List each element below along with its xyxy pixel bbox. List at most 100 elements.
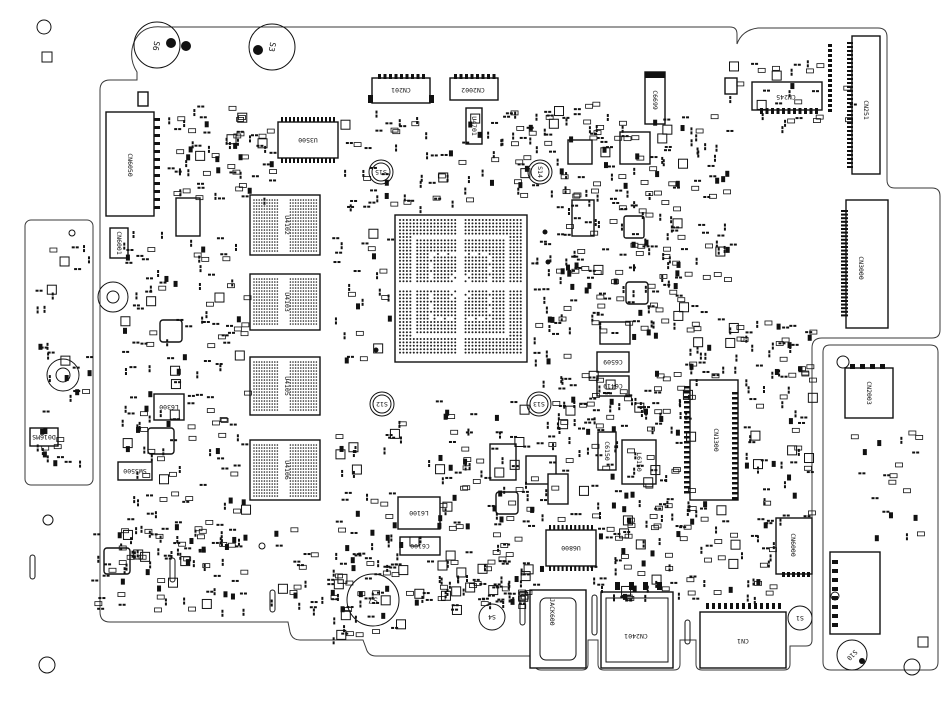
bga-ball — [255, 447, 258, 449]
bga-ball — [297, 244, 300, 246]
smd-pad — [619, 189, 623, 192]
bga-ball — [478, 232, 481, 235]
smd-pad — [556, 422, 559, 426]
bga-ball — [310, 284, 313, 286]
smd-outline — [602, 465, 611, 471]
bga-ball — [430, 338, 433, 340]
bga-ball — [430, 300, 433, 303]
smd-pad — [340, 242, 343, 246]
smd-pad — [768, 350, 771, 354]
smd-pad — [491, 594, 495, 597]
smd-pad — [122, 350, 126, 353]
bga-ball — [426, 348, 429, 351]
bga-ball — [454, 249, 457, 252]
bga-ball — [399, 307, 401, 310]
bga-ball — [399, 321, 401, 323]
bga-ball — [310, 486, 313, 488]
bga-ball — [509, 304, 512, 306]
smd-outline — [220, 417, 229, 423]
bga-ball — [313, 364, 315, 366]
bga-ball — [313, 232, 315, 234]
bga-ball — [261, 220, 263, 222]
smd-square — [635, 539, 646, 550]
bga-ball — [294, 495, 297, 497]
smd-block — [356, 303, 361, 310]
smd-pad — [573, 113, 577, 116]
bga-ball — [258, 453, 261, 455]
smd-pad — [162, 448, 165, 452]
bga-ball — [266, 238, 268, 240]
smd-pad — [167, 357, 171, 360]
smd-pad — [696, 151, 699, 155]
smd-pad — [703, 195, 707, 198]
pin — [841, 274, 848, 277]
smd-pad — [168, 121, 171, 125]
bga-ball — [274, 229, 276, 231]
smd-pad — [345, 498, 349, 501]
pin-row — [850, 364, 885, 369]
smd-pad — [705, 544, 709, 547]
smd-outline — [585, 103, 594, 109]
smd-pad — [335, 251, 339, 254]
bga-ball — [294, 278, 297, 280]
smd-square — [643, 477, 654, 488]
smd-pad — [651, 427, 654, 431]
bga-ball — [485, 317, 488, 320]
bga-ball — [313, 226, 315, 228]
smd-pad — [75, 246, 79, 249]
bga-ball — [292, 450, 294, 452]
smd-outline — [370, 498, 379, 504]
smd-outline — [804, 465, 812, 471]
smd-pad — [715, 526, 718, 530]
pin — [847, 146, 853, 148]
bga-ball — [276, 459, 279, 461]
bga-ball — [481, 273, 484, 276]
bga-ball — [454, 222, 457, 225]
smd-pad — [752, 441, 756, 444]
bga-ball — [297, 226, 300, 228]
smd-pad — [341, 469, 344, 473]
bga-ball — [271, 376, 274, 378]
smd-pad — [749, 439, 752, 443]
smd-square — [337, 573, 348, 584]
smd-outline — [390, 201, 399, 207]
smd-pad — [661, 274, 664, 278]
bga-ball — [261, 293, 263, 295]
smd-pad — [633, 205, 636, 209]
bga-ball — [302, 379, 305, 381]
bga-ball — [499, 266, 502, 269]
pin — [828, 74, 832, 77]
smd-pad — [594, 219, 597, 223]
bga-ball — [307, 235, 310, 237]
bga-ball — [315, 241, 318, 243]
bga-ball — [464, 246, 467, 249]
bga-ball — [478, 327, 481, 330]
smd-pad — [74, 268, 78, 271]
bga-ball — [399, 344, 401, 347]
bga-ball — [426, 297, 429, 300]
bga-ball — [440, 270, 443, 272]
bga-ball — [276, 238, 279, 240]
pin — [293, 117, 295, 122]
bga-ball — [405, 263, 408, 266]
smd-outline — [258, 133, 267, 139]
smd-pad — [592, 409, 596, 412]
bga-ball — [313, 244, 315, 246]
smd-outline — [637, 243, 646, 249]
smd-pad — [273, 179, 277, 182]
bga-ball — [294, 211, 297, 213]
smd-pad — [707, 164, 711, 167]
bga-ball — [315, 317, 318, 319]
bga-ball — [305, 471, 307, 473]
smd-pad — [191, 402, 195, 405]
bga-ball — [481, 232, 484, 235]
label-s6: S6 — [151, 40, 162, 51]
pin — [732, 447, 738, 450]
smd-pad — [510, 401, 514, 404]
smd-block — [489, 179, 494, 186]
bga-ball — [294, 311, 297, 313]
bga-ball — [478, 266, 481, 269]
bga-ball — [426, 314, 429, 317]
smd-block — [125, 254, 130, 261]
bga-ball — [268, 220, 271, 222]
